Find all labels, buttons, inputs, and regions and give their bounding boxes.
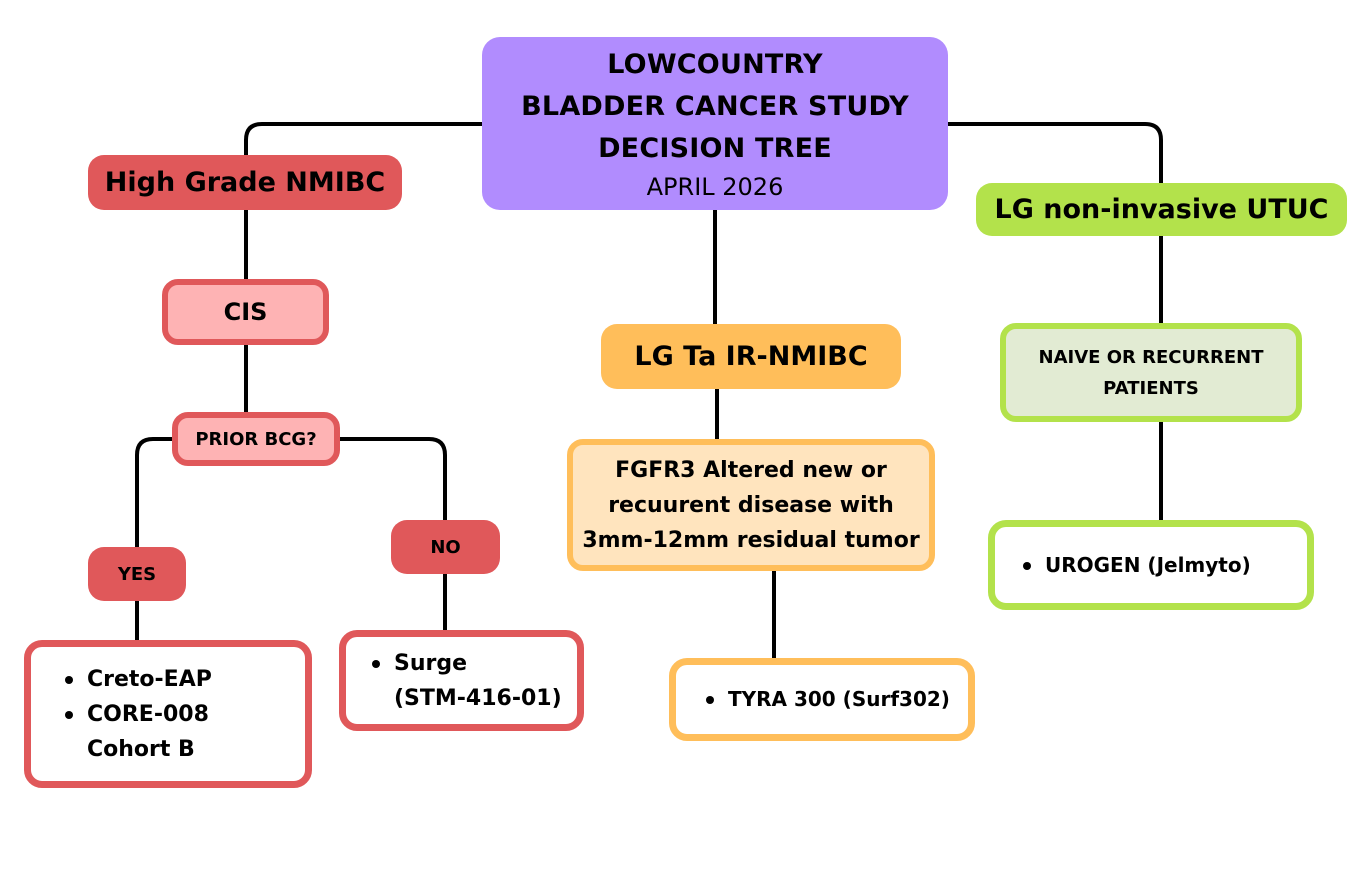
population-line-1: NAIVE OR RECURRENT (1038, 346, 1264, 368)
naive-or-recurrent-node: NAIVE OR RECURRENT PATIENTS (1000, 323, 1302, 422)
prior-bcg-label: PRIOR BCG? (195, 428, 317, 450)
criteria-line-2: recuurent disease with (608, 492, 894, 518)
connector-prior-bcg-to-no (337, 437, 447, 522)
diagram-title-box: LOWCOUNTRY BLADDER CANCER STUDY DECISION… (482, 37, 948, 210)
title-line-1: LOWCOUNTRY (607, 48, 823, 80)
trial-item: UROGEN (Jelmyto) (1019, 548, 1251, 583)
lg-ta-trials-box: TYRA 300 (Surf302) (669, 658, 975, 741)
prior-bcg-question-node: PRIOR BCG? (172, 412, 340, 466)
criteria-line-3: 3mm-12mm residual tumor (582, 527, 920, 553)
criteria-line-1: FGFR3 Altered new or (615, 457, 887, 483)
no-node: NO (391, 520, 500, 574)
lg-ta-ir-nmibc-node: LG Ta IR-NMIBC (601, 324, 901, 389)
cis-node: CIS (162, 279, 329, 345)
title-date: APRIL 2026 (646, 172, 784, 201)
yes-label: YES (117, 563, 157, 585)
cis-label: CIS (223, 298, 268, 326)
connector-prior-bcg-to-yes (135, 437, 176, 549)
lg-ta-trial-list: TYRA 300 (Surf302) (702, 682, 950, 717)
no-trial-list: Surge(STM-416-01) (368, 646, 562, 716)
utuc-trials-box: UROGEN (Jelmyto) (988, 520, 1314, 610)
population-line-2: PATIENTS (1103, 377, 1199, 399)
prior-bcg-no-trials-box: Surge(STM-416-01) (339, 630, 584, 731)
connector-title-to-high-grade (244, 122, 482, 156)
fgfr3-criteria-node: FGFR3 Altered new or recuurent disease w… (567, 439, 935, 571)
connector-title-to-utuc (948, 122, 1163, 184)
title-line-2: BLADDER CANCER STUDY (521, 90, 909, 122)
high-grade-nmibc-node: High Grade NMIBC (88, 155, 402, 210)
lg-non-invasive-utuc-node: LG non-invasive UTUC (976, 183, 1347, 236)
no-label: NO (430, 536, 461, 558)
lg-ta-ir-nmibc-label: LG Ta IR-NMIBC (634, 341, 868, 372)
trial-item: Surge(STM-416-01) (368, 646, 562, 716)
trial-item: TYRA 300 (Surf302) (702, 682, 950, 717)
title-line-3: DECISION TREE (598, 132, 832, 164)
trial-item: Creto-EAP (61, 662, 212, 697)
high-grade-nmibc-label: High Grade NMIBC (104, 167, 386, 198)
lg-non-invasive-utuc-label: LG non-invasive UTUC (994, 194, 1329, 225)
utuc-trial-list: UROGEN (Jelmyto) (1019, 548, 1251, 583)
yes-node: YES (88, 547, 186, 601)
